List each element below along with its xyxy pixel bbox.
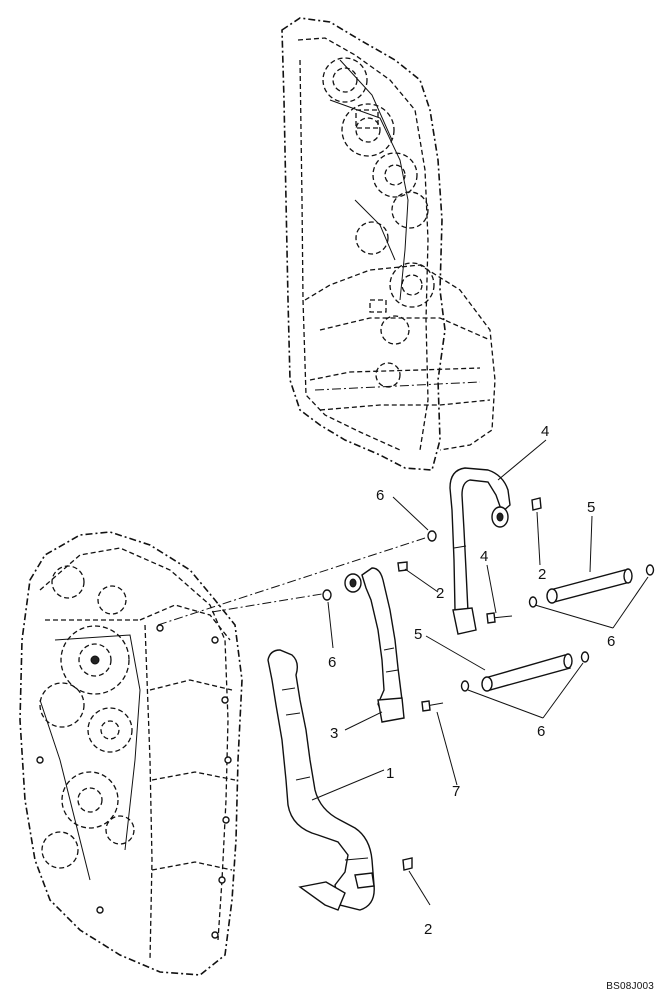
pipe-item-4-tube: [449, 467, 511, 635]
callout-6-right-lower: 6: [537, 723, 545, 740]
lower-transmission-housing: [19, 531, 243, 976]
alignment-line-lower: [211, 592, 329, 613]
upper-transmission-housing: [281, 17, 496, 471]
callout-6-left: 6: [328, 654, 336, 671]
callout-2-lower: 2: [424, 921, 432, 938]
o-rings-item-6: [322, 530, 655, 692]
alignment-line-upper: [157, 537, 426, 626]
pipe-item-1: [267, 649, 375, 911]
callout-1: 1: [386, 765, 394, 782]
callout-2-upper: 2: [538, 566, 546, 583]
callout-4-lower: 4: [480, 548, 488, 565]
callout-5-upper: 5: [587, 499, 595, 516]
callout-7: 7: [452, 783, 460, 800]
callout-5-lower: 5: [414, 626, 422, 643]
lower-gear-cluster: [39, 565, 141, 881]
callout-4-upper: 4: [541, 423, 549, 440]
bolt-item-4: [486, 612, 513, 624]
bolt-item-7: [421, 700, 444, 712]
upper-gear-cluster: [322, 57, 435, 388]
callout-3: 3: [330, 725, 338, 742]
callout-6-right-upper: 6: [607, 633, 615, 650]
callout-2-middle: 2: [436, 585, 444, 602]
callout-6-upper: 6: [376, 487, 384, 504]
tube-item-5-lower: [481, 653, 573, 692]
tube-item-5-upper: [546, 568, 633, 604]
leader-lines: [311, 439, 649, 906]
callout-labels: 1 2 2 2 3 4 4 5 5 6 6 6 6 7: [328, 423, 615, 938]
pipe-item-3: [344, 567, 405, 723]
figure-reference-code: BS08J003: [606, 981, 654, 992]
flange-bolt-holes: [36, 624, 232, 939]
screws-item-2: [397, 497, 542, 871]
